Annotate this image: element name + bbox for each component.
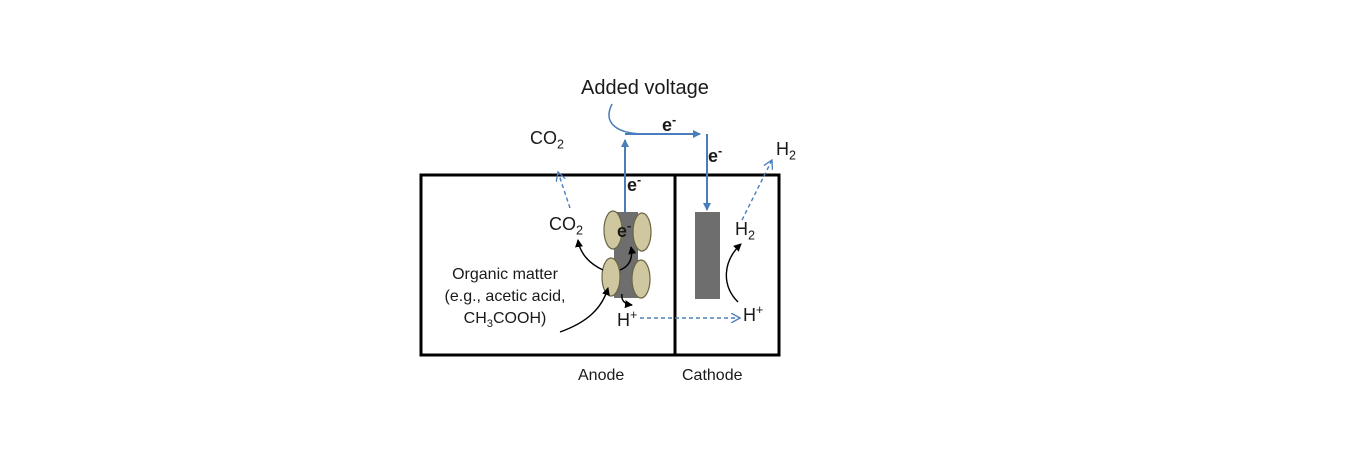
added-voltage-label: Added voltage <box>581 77 709 99</box>
h2-label-outside: H2 <box>776 139 797 163</box>
organic-matter-line-2: (e.g., acetic acid, <box>444 288 566 305</box>
h2-release-arrow <box>741 160 772 221</box>
electron-release-arrow <box>619 246 637 271</box>
cathode-electrode <box>695 212 720 299</box>
electron-label-right: e- <box>708 144 723 166</box>
bacterium <box>631 259 651 299</box>
cathode-label: Cathode <box>682 367 743 384</box>
h2-evolution-arrow <box>725 243 742 303</box>
electron-label-left: e- <box>627 173 642 195</box>
voltage-pointer-arrow <box>608 103 651 135</box>
co2-label-outside: CO2 <box>530 128 565 152</box>
proton-release-arrow <box>621 293 633 309</box>
organic-matter-line-3: CH3COOH) <box>463 310 547 331</box>
anode-label: Anode <box>578 367 625 384</box>
co2-formation-arrow <box>575 239 604 271</box>
proton-label-cathode: H+ <box>743 303 764 325</box>
organic-matter-line-1: Organic matter <box>452 266 558 283</box>
organic-matter-arrow <box>559 287 610 333</box>
proton-label-anode: H+ <box>617 308 638 330</box>
bacterium <box>632 212 652 252</box>
co2-label-inside: CO2 <box>549 214 584 238</box>
organic-matter-label: Organic matter (e.g., acetic acid, CH3CO… <box>426 264 584 330</box>
bacterium <box>601 257 621 297</box>
bacterium <box>603 210 623 250</box>
electron-label-anode: e- <box>617 219 632 241</box>
h2-label-inside: H2 <box>735 219 756 243</box>
electron-label-top: e- <box>662 113 677 135</box>
cathode-chamber <box>673 173 781 357</box>
co2-release-arrow <box>558 172 571 209</box>
